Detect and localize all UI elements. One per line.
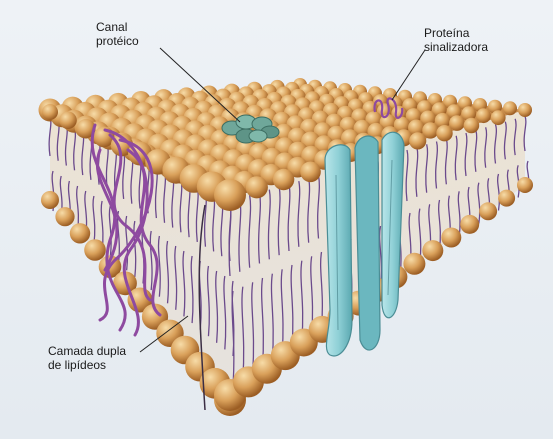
- lipid-head: [460, 215, 479, 234]
- lipid-head: [422, 240, 443, 261]
- lipid-head: [55, 207, 74, 226]
- lipid-head: [246, 176, 268, 198]
- lipid-head: [476, 108, 491, 123]
- lipid-head: [491, 110, 506, 125]
- lipid-head: [479, 202, 497, 220]
- label-signal-line1: Proteína: [424, 26, 488, 40]
- lipid-head: [59, 112, 77, 130]
- lipid-head: [300, 162, 321, 183]
- lipid-head: [42, 104, 58, 120]
- lipid-head: [273, 169, 294, 190]
- lipid-head: [214, 179, 246, 211]
- lipid-head: [517, 177, 533, 193]
- label-protein-channel: Canal protéico: [96, 20, 139, 48]
- lipid-head: [84, 239, 106, 261]
- lipid-head: [464, 118, 480, 134]
- lipid-head: [403, 253, 425, 275]
- label-bilayer-line1: Camada dupla: [48, 344, 126, 358]
- label-channel-line2: protéico: [96, 34, 139, 48]
- transmembrane-protein: [325, 132, 404, 356]
- lipid-head: [518, 103, 532, 117]
- label-bilayer-line2: de lipídeos: [48, 358, 126, 372]
- lipid-head: [409, 132, 426, 149]
- lipid-head: [41, 191, 59, 209]
- label-channel-line1: Canal: [96, 20, 139, 34]
- label-signal-line2: sinalizadora: [424, 40, 488, 54]
- label-signal-protein: Proteína sinalizadora: [424, 26, 488, 54]
- lipid-head: [436, 125, 452, 141]
- lipid-head: [449, 115, 465, 131]
- lipid-head: [70, 223, 90, 243]
- lipid-head: [441, 228, 461, 248]
- lipid-head: [503, 101, 517, 115]
- label-lipid-bilayer: Camada dupla de lipídeos: [48, 344, 126, 372]
- lipid-head: [498, 190, 515, 207]
